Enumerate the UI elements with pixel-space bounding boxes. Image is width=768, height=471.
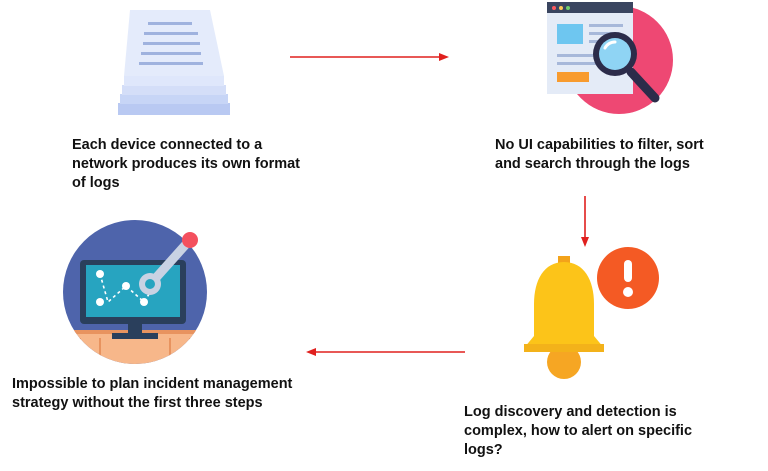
monitor-wrench-icon <box>63 220 207 364</box>
arrow-right <box>290 53 449 61</box>
arrow-down <box>581 196 589 247</box>
step-3-caption: Log discovery and detection is complex, … <box>464 404 693 458</box>
search-document-icon <box>547 2 673 114</box>
step-2-caption: No UI capabilities to filter, sort and s… <box>495 137 704 172</box>
log-pages-icon <box>118 10 230 115</box>
alert-bell-icon <box>524 247 659 379</box>
step-1-caption: Each device connected to a network produ… <box>72 137 300 191</box>
step-4-caption: Impossible to plan incident management s… <box>12 376 293 411</box>
arrow-left <box>306 348 465 356</box>
